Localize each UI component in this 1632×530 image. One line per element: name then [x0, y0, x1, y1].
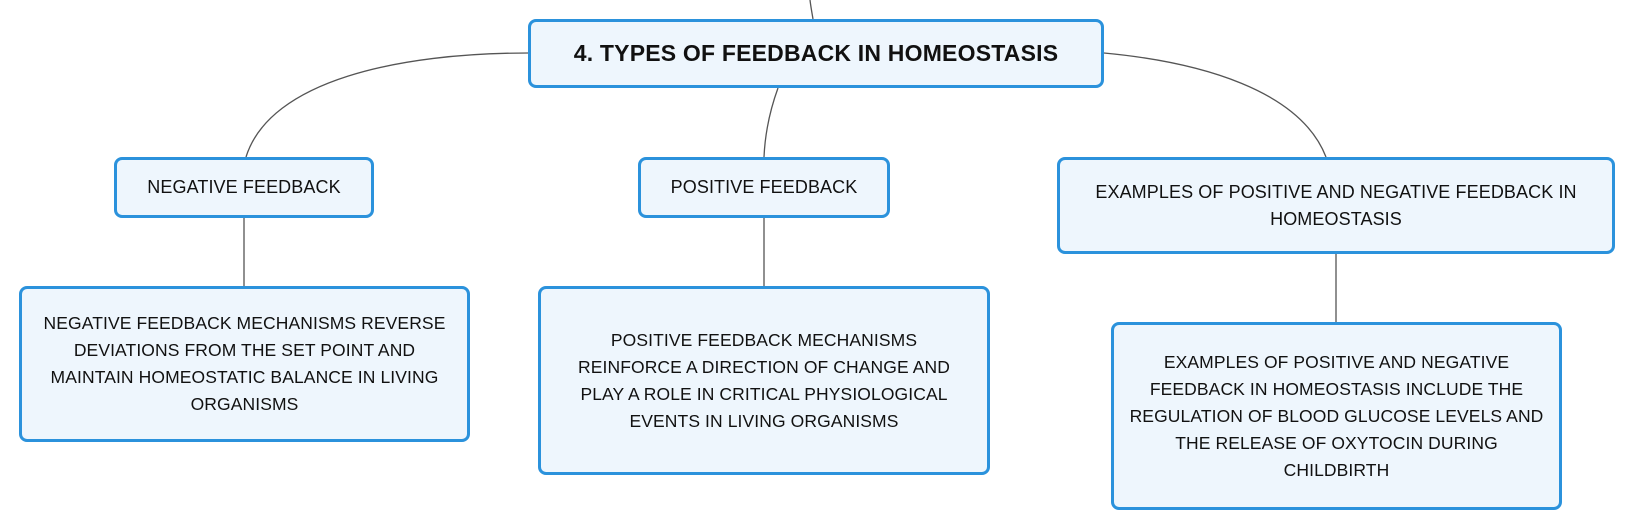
connector-root-to-positive — [763, 87, 779, 158]
positive-feedback-node[interactable]: POSITIVE FEEDBACK — [638, 157, 890, 218]
negative-feedback-node[interactable]: NEGATIVE FEEDBACK — [114, 157, 374, 218]
examples-feedback-node[interactable]: EXAMPLES OF POSITIVE AND NEGATIVE FEEDBA… — [1057, 157, 1615, 254]
root-node[interactable]: 4. TYPES OF FEEDBACK IN HOMEOSTASIS — [528, 19, 1104, 88]
negative-feedback-detail-node[interactable]: NEGATIVE FEEDBACK MECHANISMS REVERSE DEV… — [19, 286, 470, 442]
positive-feedback-detail-node[interactable]: POSITIVE FEEDBACK MECHANISMS REINFORCE A… — [538, 286, 990, 475]
connector-root-to-examples — [1103, 52, 1327, 158]
connector-root-to-negative — [245, 52, 529, 158]
connector-incoming-root — [809, 0, 814, 20]
examples-feedback-detail-node[interactable]: EXAMPLES OF POSITIVE AND NEGATIVE FEEDBA… — [1111, 322, 1562, 510]
